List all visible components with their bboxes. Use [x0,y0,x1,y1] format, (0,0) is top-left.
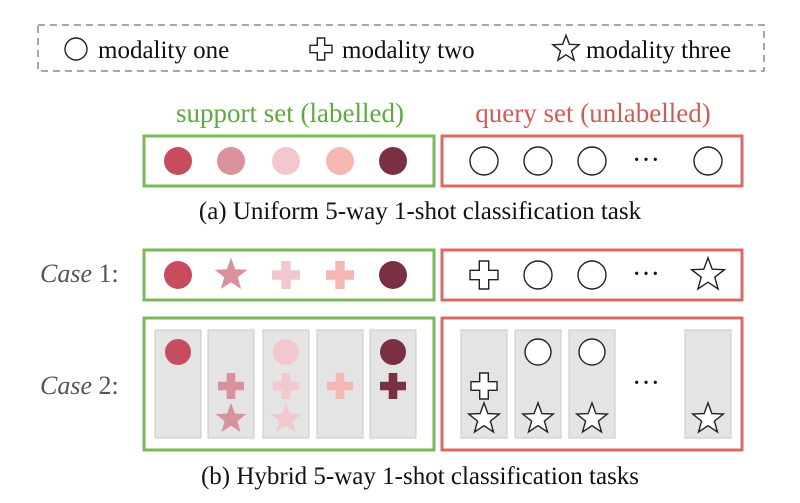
case2-query-3-star [574,400,610,434]
uniform-query-box [440,134,744,188]
legend-label-modality-three: modality three [586,37,731,64]
case2-query-1-star [466,400,502,434]
legend-label-modality-one: modality one [98,37,229,64]
case1-query-3-circle [577,260,607,290]
uniform-support-2-circle [217,147,245,175]
case2-support-2-cross [218,373,244,399]
support-set-title: support set (labelled) [176,98,404,128]
case1-support-4-cross [326,261,354,289]
uniform-query-2-circle [523,146,553,176]
legend-2-cross [309,37,333,61]
uniform-support-1-circle [164,147,192,175]
legend: modality one modality two modality three [37,24,765,72]
case1-support-5-circle [379,261,407,289]
uniform-support-4-circle [326,147,354,175]
uniform-query-1-circle [469,146,499,176]
legend-box [37,24,765,72]
case1-support-1-circle [164,261,192,289]
legend-icons [64,33,581,62]
case2-support-2-star [215,402,247,432]
legend-3-star [551,33,581,62]
case-2-label: Case 2: [40,371,119,400]
uniform-query-ellipsis: ··· [632,145,660,176]
case1-support-3-cross [272,261,300,289]
query-set-title: query set (unlabelled) [475,98,710,128]
uniform-query-5-circle [693,146,723,176]
case2-support-3-star [270,402,302,432]
case1-query-5-star [689,255,727,291]
case2-support-4-cross [327,373,353,399]
case1-support-2-star [214,257,248,289]
case-2-word: Case [40,371,92,400]
legend-label-modality-two: modality two [342,37,475,64]
case2-support-3-cross [273,373,299,399]
case2-support-5-cross [380,373,406,399]
case2-query-5-star [690,400,726,434]
case-1-word: Case [40,259,92,288]
case2-support-box [142,316,436,452]
case2-query-ellipsis: ··· [632,368,660,399]
case-1-label: Case 1: [40,259,119,288]
caption-a: (a) Uniform 5-way 1-shot classification … [199,198,642,225]
case2-support-5-circle [380,339,406,365]
uniform-row-shapes: ··· [164,145,723,176]
uniform-support-5-circle [379,147,407,175]
case1-query-2-circle [523,260,553,290]
case2-query-2-star [520,400,556,434]
case2-query-2-circle [524,338,552,366]
case1-row-shapes: ··· [164,255,727,291]
uniform-support-box [142,134,436,188]
case2-support-1-circle [165,339,191,365]
case1-query-1-cross [469,260,499,290]
case2-query-1-cross [470,372,498,400]
case-2-num: 2: [92,371,119,400]
legend-1-circle [64,37,88,61]
case-1-num: 1: [92,259,119,288]
uniform-query-3-circle [577,146,607,176]
case2-support-3-circle [273,339,299,365]
case2-query-3-circle [578,338,606,366]
case1-query-ellipsis: ··· [632,259,660,290]
case1-query-box [440,248,744,302]
uniform-support-3-circle [272,147,300,175]
caption-b: (b) Hybrid 5-way 1-shot classification t… [201,463,639,490]
case2-query-box [440,316,744,452]
case1-support-box [142,248,436,302]
case2-columns: ··· [154,329,732,439]
